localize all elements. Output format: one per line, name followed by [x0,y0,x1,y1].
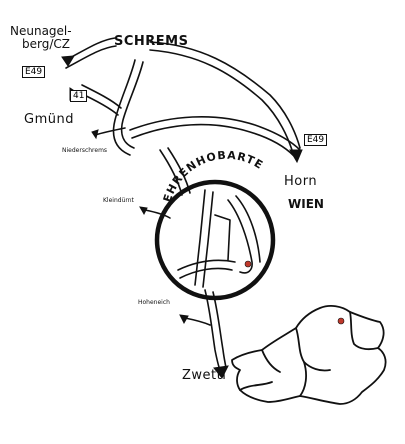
label-neunagelberg-line1: Neunagel- [10,24,72,38]
label-kleinduernt: Kleindürnt [103,197,134,204]
austria-inset [231,305,387,405]
road-inner-1 [194,189,206,286]
road-schrems-horn [149,41,301,149]
austria-border-5 [239,381,273,391]
road-inner-3b [179,267,233,279]
label-horn: Horn [284,174,318,189]
road-inner-2b [235,195,261,263]
road-niederschrems [94,127,126,136]
road-neunagelberg-schrems-b [65,45,117,69]
austria-border-1 [261,349,281,373]
road-zwettl-b [212,291,227,369]
arrow-zwettl [213,365,229,379]
label-zwettl: Zwettl [182,368,227,383]
road-gmuend-b [81,84,122,109]
austria-outline [231,305,387,405]
road-kleinduernt [144,209,171,219]
road-lower-horn [129,115,301,151]
road-inner-2 [227,199,253,274]
road-schrems-south-b [120,61,144,149]
road-inner-3 [177,259,236,271]
road-badge-e49-east: E49 [304,134,328,146]
label-niederschrems: Niederschrems [62,147,108,154]
label-schrems: SCHREMS [114,34,189,49]
austria-location-marker [337,317,345,325]
arrow-hoheneich [179,314,189,325]
road-inner-4 [214,214,231,261]
arrow-horn [289,149,303,164]
road-schrems-horn-b [149,49,293,151]
austria-border-2 [295,327,331,372]
road-badge-e49-west: E49 [22,66,46,78]
label-neunagelberg-line2: berg/CZ [22,37,70,51]
arrow-niederschrems [91,129,99,140]
ehrenhobarten-ring [154,179,276,301]
road-lower-horn-b [131,123,295,157]
label-gmuend: Gmünd [24,112,74,127]
location-marker [244,260,252,268]
road-inner-1b [202,191,214,288]
road-zwettl [204,289,221,371]
austria-border-3 [349,311,379,351]
road-hoheneich [184,317,211,326]
road-badge-41: 41 [70,90,88,102]
arrow-neunagelberg [61,55,75,67]
austria-border-4 [299,361,307,397]
label-hoheneich: Hoheneich [138,299,170,306]
road-schrems-south [112,59,136,156]
label-wien: WIEN [288,197,324,211]
arrow-kleinduernt [139,206,148,216]
